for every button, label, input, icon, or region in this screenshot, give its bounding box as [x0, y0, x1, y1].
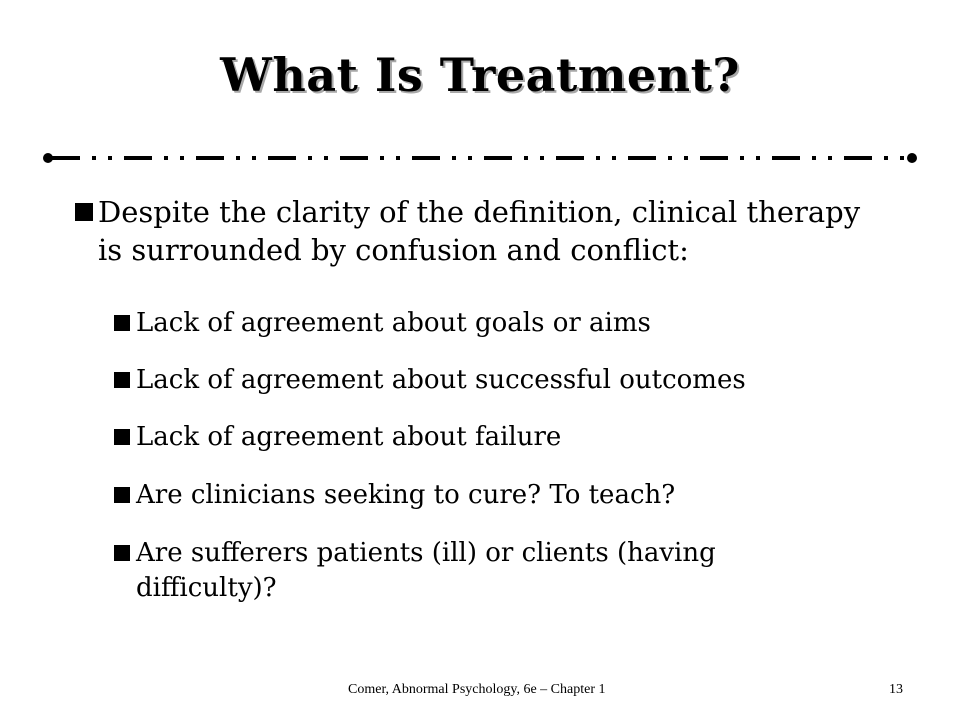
sub-bullet: Are clinicians seeking to cure? To teach… — [114, 478, 896, 513]
page-number: 13 — [889, 682, 903, 697]
square-bullet-icon — [114, 429, 130, 445]
sub-bullet-text: Are clinicians seeking to cure? To teach… — [136, 480, 676, 510]
bullet-main-text: Despite the clarity of the definition, c… — [98, 195, 861, 267]
square-bullet-icon — [114, 545, 130, 561]
sub-bullet-text: Lack of agreement about successful outco… — [136, 365, 746, 395]
footer-source: Comer, Abnormal Psychology, 6e – Chapter… — [348, 682, 606, 697]
sub-bullet: Lack of agreement about goals or aims — [114, 306, 896, 341]
square-bullet-icon — [114, 372, 130, 388]
sub-bullet: Are sufferers patients (ill) or clients … — [114, 536, 786, 606]
square-bullet-icon — [75, 203, 93, 221]
sub-bullet-text: Are sufferers patients (ill) or clients … — [136, 538, 716, 603]
sub-bullet-text: Lack of agreement about goals or aims — [136, 308, 651, 338]
square-bullet-icon — [114, 487, 130, 503]
sub-bullet: Lack of agreement about successful outco… — [114, 363, 896, 398]
sub-bullet-text: Lack of agreement about failure — [136, 422, 562, 452]
slide-title: What Is Treatment? — [220, 48, 740, 102]
bullet-main: Despite the clarity of the definition, c… — [75, 193, 878, 269]
square-bullet-icon — [114, 315, 130, 331]
sub-bullet: Lack of agreement about failure — [114, 420, 896, 455]
dotted-divider — [43, 153, 917, 163]
